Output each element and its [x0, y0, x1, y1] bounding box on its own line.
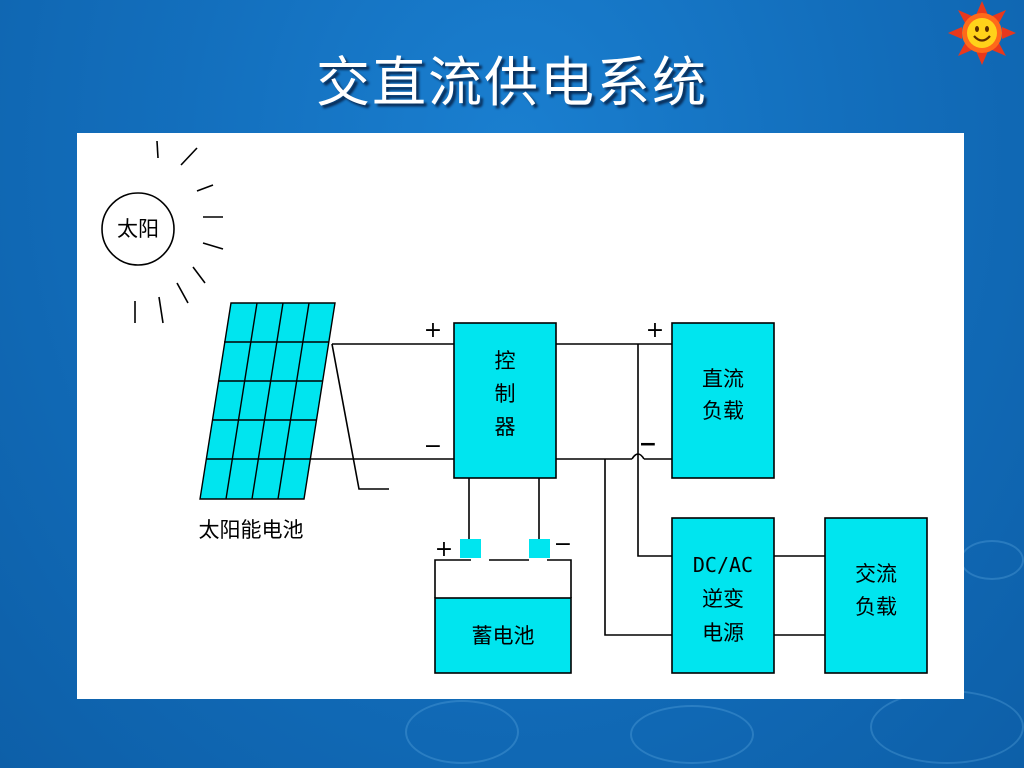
system-diagram: 太阳 太阳能电池 控 制 器 直流 负载 蓄电池 DC/AC 逆变 电源 交流 …: [101, 140, 928, 674]
inverter-label-line-3: 电源: [702, 621, 744, 645]
battery-minus-sign: −: [554, 532, 572, 557]
dc-load-label-line-2: 负载: [702, 399, 744, 423]
ac-load-box: [824, 517, 928, 674]
dc-load-label-line-1: 直流: [702, 367, 744, 391]
battery-label: 蓄电池: [472, 624, 535, 648]
sun-circle: [101, 192, 175, 266]
controller-label-line-3: 器: [495, 415, 516, 439]
controller-label-line-2: 制: [495, 382, 516, 406]
load-plus-sign: +: [646, 318, 664, 343]
battery-box: [434, 597, 572, 674]
smiling-sun-icon: [948, 1, 1016, 65]
diagram-panel: 太阳 太阳能电池 控 制 器 直流 负载 蓄电池 DC/AC 逆变 电源 交流 …: [77, 133, 964, 699]
wire-panel-lead: [331, 343, 389, 490]
battery-plus-sign: +: [435, 537, 453, 562]
dc-load-box: [671, 322, 775, 479]
background-ripple: [960, 540, 1024, 580]
sun-rays: [134, 140, 224, 324]
battery-terminal-plus: [460, 539, 481, 558]
inverter-label-line-2: 逆变: [702, 587, 744, 611]
background-ripple: [870, 690, 1024, 764]
slide-title: 交直流供电系统: [316, 51, 708, 114]
load-minus-sign: −: [639, 432, 657, 457]
background-ripple: [405, 700, 519, 764]
ac-load-label-line-2: 负载: [855, 595, 897, 619]
background-ripple: [630, 705, 754, 764]
battery-terminal-minus: [529, 539, 550, 558]
solar-panel: [199, 302, 336, 500]
panel-minus-sign: −: [424, 434, 442, 459]
controller-box: [453, 322, 557, 479]
controller-label-line-1: 控: [495, 349, 516, 373]
wire-dc-inverter-plus: [637, 344, 672, 557]
ac-load-label-line-1: 交流: [855, 562, 897, 586]
sun-label: 太阳: [117, 217, 159, 241]
inverter-box: [671, 517, 775, 674]
inverter-label-line-1: DC/AC: [693, 553, 753, 577]
wire-dc-inverter-minus: [604, 459, 672, 636]
panel-plus-sign: +: [424, 318, 442, 343]
solar-panel-label: 太阳能电池: [199, 518, 304, 542]
